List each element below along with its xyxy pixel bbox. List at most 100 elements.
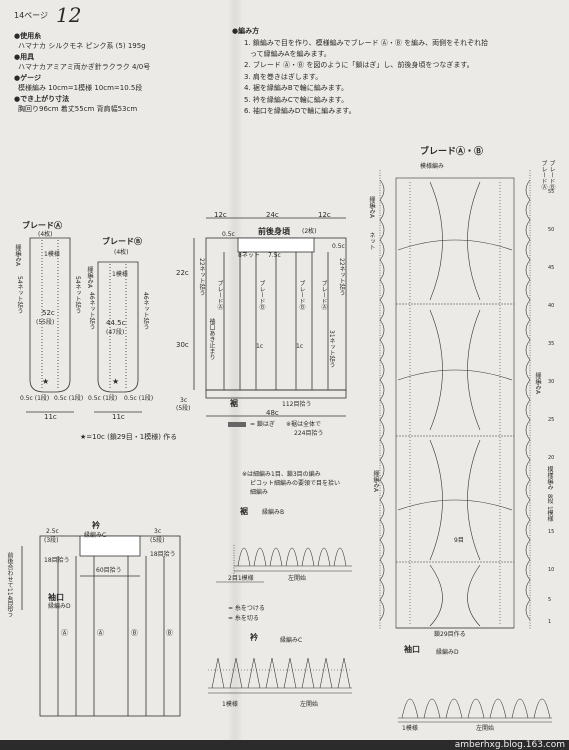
edging-d-sub: 縁編みD <box>436 649 459 656</box>
edging-c-chart <box>208 657 352 694</box>
braid-chart-repeat-3: 1模様 <box>546 506 553 522</box>
braid-chart-right-label-2: ブレードⒷ <box>548 160 555 190</box>
row-num: 1 <box>548 619 552 625</box>
body-opening: 袖口あき止まり <box>208 318 215 360</box>
body-top-left: 12c <box>214 211 227 219</box>
size-heading: ●でき上がり寸法 <box>14 95 70 103</box>
edging-b-chart <box>216 545 352 583</box>
body-braid-b-label: ブレードⒷ <box>258 280 265 310</box>
method-step: 5. 衿を縁編みCで輪に編みます。 <box>244 96 349 104</box>
body-braid-a-label: ブレードⒶ <box>216 280 223 310</box>
braid-b-outline <box>97 261 139 393</box>
braid-chart-edge-left-2: ネット <box>368 232 375 250</box>
row-num: 55 <box>548 189 555 195</box>
row-num: 40 <box>548 303 555 309</box>
collar-pick-2: 18目拾う <box>150 551 176 558</box>
braid-main-chart <box>379 170 531 630</box>
body-mid-2: 1c <box>296 343 304 350</box>
collar-center: 60目拾う <box>96 567 122 574</box>
collar-left-2: (3段) <box>44 537 59 544</box>
watermark: amberhxg.blog.163.com <box>454 740 565 750</box>
tool-heading: ●用具 <box>14 53 35 61</box>
body-pick-side-2: 31ネット拾う <box>328 330 335 368</box>
edging-b-label-1: 2目1模様 <box>228 575 254 582</box>
body-legend-total-2: 224目拾う <box>294 430 324 437</box>
braid-b-pick-right: 46ネット拾う <box>142 292 149 330</box>
body-mid-1: 1c <box>256 343 264 350</box>
edging-b-title: 裾 <box>240 507 248 516</box>
collar-col-b-2: Ⓑ <box>166 629 173 637</box>
row-num: 50 <box>548 227 555 233</box>
edging-b-note-3: 細編み <box>250 489 269 496</box>
body-pick-side-right: 22ネット拾う <box>338 258 345 296</box>
body-hem-pick: 112目拾う <box>282 401 312 408</box>
collar-left-1: 2.5c <box>46 528 59 535</box>
row-num: 5 <box>548 597 552 603</box>
body-neck-right: 0.5c <box>332 243 345 250</box>
method-step: 2. ブレード Ⓐ・Ⓑ を図のように「鎖はぎ」し、前後身頃をつなぎます。 <box>244 61 474 69</box>
collar-title: 衿 <box>92 521 100 530</box>
method-heading: ●編み方 <box>232 27 260 35</box>
braid-chart-edge-right: 縁編みA <box>534 372 541 395</box>
star-note: ★=10c (鎖29目・1模様) 作る <box>80 433 178 441</box>
braid-chart-edge-left-3: 縁編みA <box>372 470 379 493</box>
braid-chart-nine: 9目 <box>454 537 464 544</box>
collar-sub: 縁編みC <box>84 532 107 539</box>
braid-a-edge-label: 縁編みA <box>14 244 21 267</box>
page-prefix: 14ページ <box>14 11 49 20</box>
yarn-heading: ●使用糸 <box>14 32 42 40</box>
braid-a-width: 11c <box>44 413 57 421</box>
binding-shadow <box>227 0 243 750</box>
braid-a-length: 52c <box>42 309 55 317</box>
row-num: 20 <box>548 455 555 461</box>
body-left-height: 22c <box>176 269 189 277</box>
braid-a-pick-right: 54ネット拾う <box>74 276 81 314</box>
braid-chart-repeat-2: 8段 <box>546 494 553 504</box>
edging-d-label-1: 1模様 <box>402 725 418 732</box>
body-legend-chain: = 鎖はぎ <box>250 421 275 428</box>
collar-pick-1: 18目拾う <box>44 557 70 564</box>
braid-chart-repeat: 模様編み <box>546 466 553 490</box>
body-bottom-left: 3c <box>180 397 188 404</box>
body-title: 前後身頃 <box>258 227 290 236</box>
edging-d-title: 袖口 <box>404 645 420 654</box>
method-step: 4. 裾を縁編みBで輪に編みます。 <box>244 84 349 92</box>
footer-bar <box>0 740 569 750</box>
collar-right-2: (5段) <box>150 537 165 544</box>
edging-d-chart <box>398 698 552 723</box>
gauge-text: 模様編み 10cm=1模様 10cm=10.5段 <box>18 84 143 92</box>
braid-a-count: (4枚) <box>38 231 53 238</box>
body-neck-left: 0.5c <box>222 231 235 238</box>
body-hem-width: 48c <box>266 409 279 417</box>
braid-b-width: 11c <box>112 413 125 421</box>
braid-b-edge-label: 縁編みA <box>86 266 93 289</box>
row-num: 35 <box>548 341 555 347</box>
body-count: (2枚) <box>302 228 317 235</box>
braid-b-pick-left: 46ネット拾う <box>88 292 95 330</box>
body-pick-side: 22ネット拾う <box>198 258 205 296</box>
row-num: 10 <box>548 567 555 573</box>
gauge-heading: ●ゲージ <box>14 74 41 82</box>
collar-col-a-2: Ⓐ <box>97 629 104 637</box>
braid-a-body-label: 1模様 <box>44 251 60 258</box>
body-braid-a-label-2: ブレードⒶ <box>320 280 327 310</box>
body-hem: 裾 <box>230 399 238 408</box>
body-braid-b-label-2: ブレードⒷ <box>298 280 305 310</box>
braid-b-body-label: 1模様 <box>112 271 128 278</box>
body-left-height-2: 30c <box>176 341 189 349</box>
tool-text: ハマナカアミアミ両かぎ針ラクラク 4/0号 <box>18 63 151 71</box>
sleeve-title: 袖口 <box>48 593 64 602</box>
braid-b-length: 44.5c <box>106 319 126 327</box>
star-icon: ★ <box>42 377 50 386</box>
body-top-right: 12c <box>318 211 331 219</box>
row-num: 45 <box>548 265 555 271</box>
body-bottom-left-2: (5段) <box>176 405 191 412</box>
braid-a-outline <box>29 237 71 393</box>
method-step: 3. 肩を巻きはぎします。 <box>244 73 323 81</box>
braid-a-pick-left: 54ネット拾う <box>16 276 23 314</box>
legend-attach: = 糸をつける <box>228 605 265 612</box>
braid-b-rows: (47段) <box>106 329 125 336</box>
yarn-text: ハマナカ シルクモネ ピンク系 (5) 195g <box>18 42 146 50</box>
braid-b-bottom-left: 0.5c (1段) <box>88 395 118 402</box>
collar-col-a: Ⓐ <box>61 629 68 637</box>
